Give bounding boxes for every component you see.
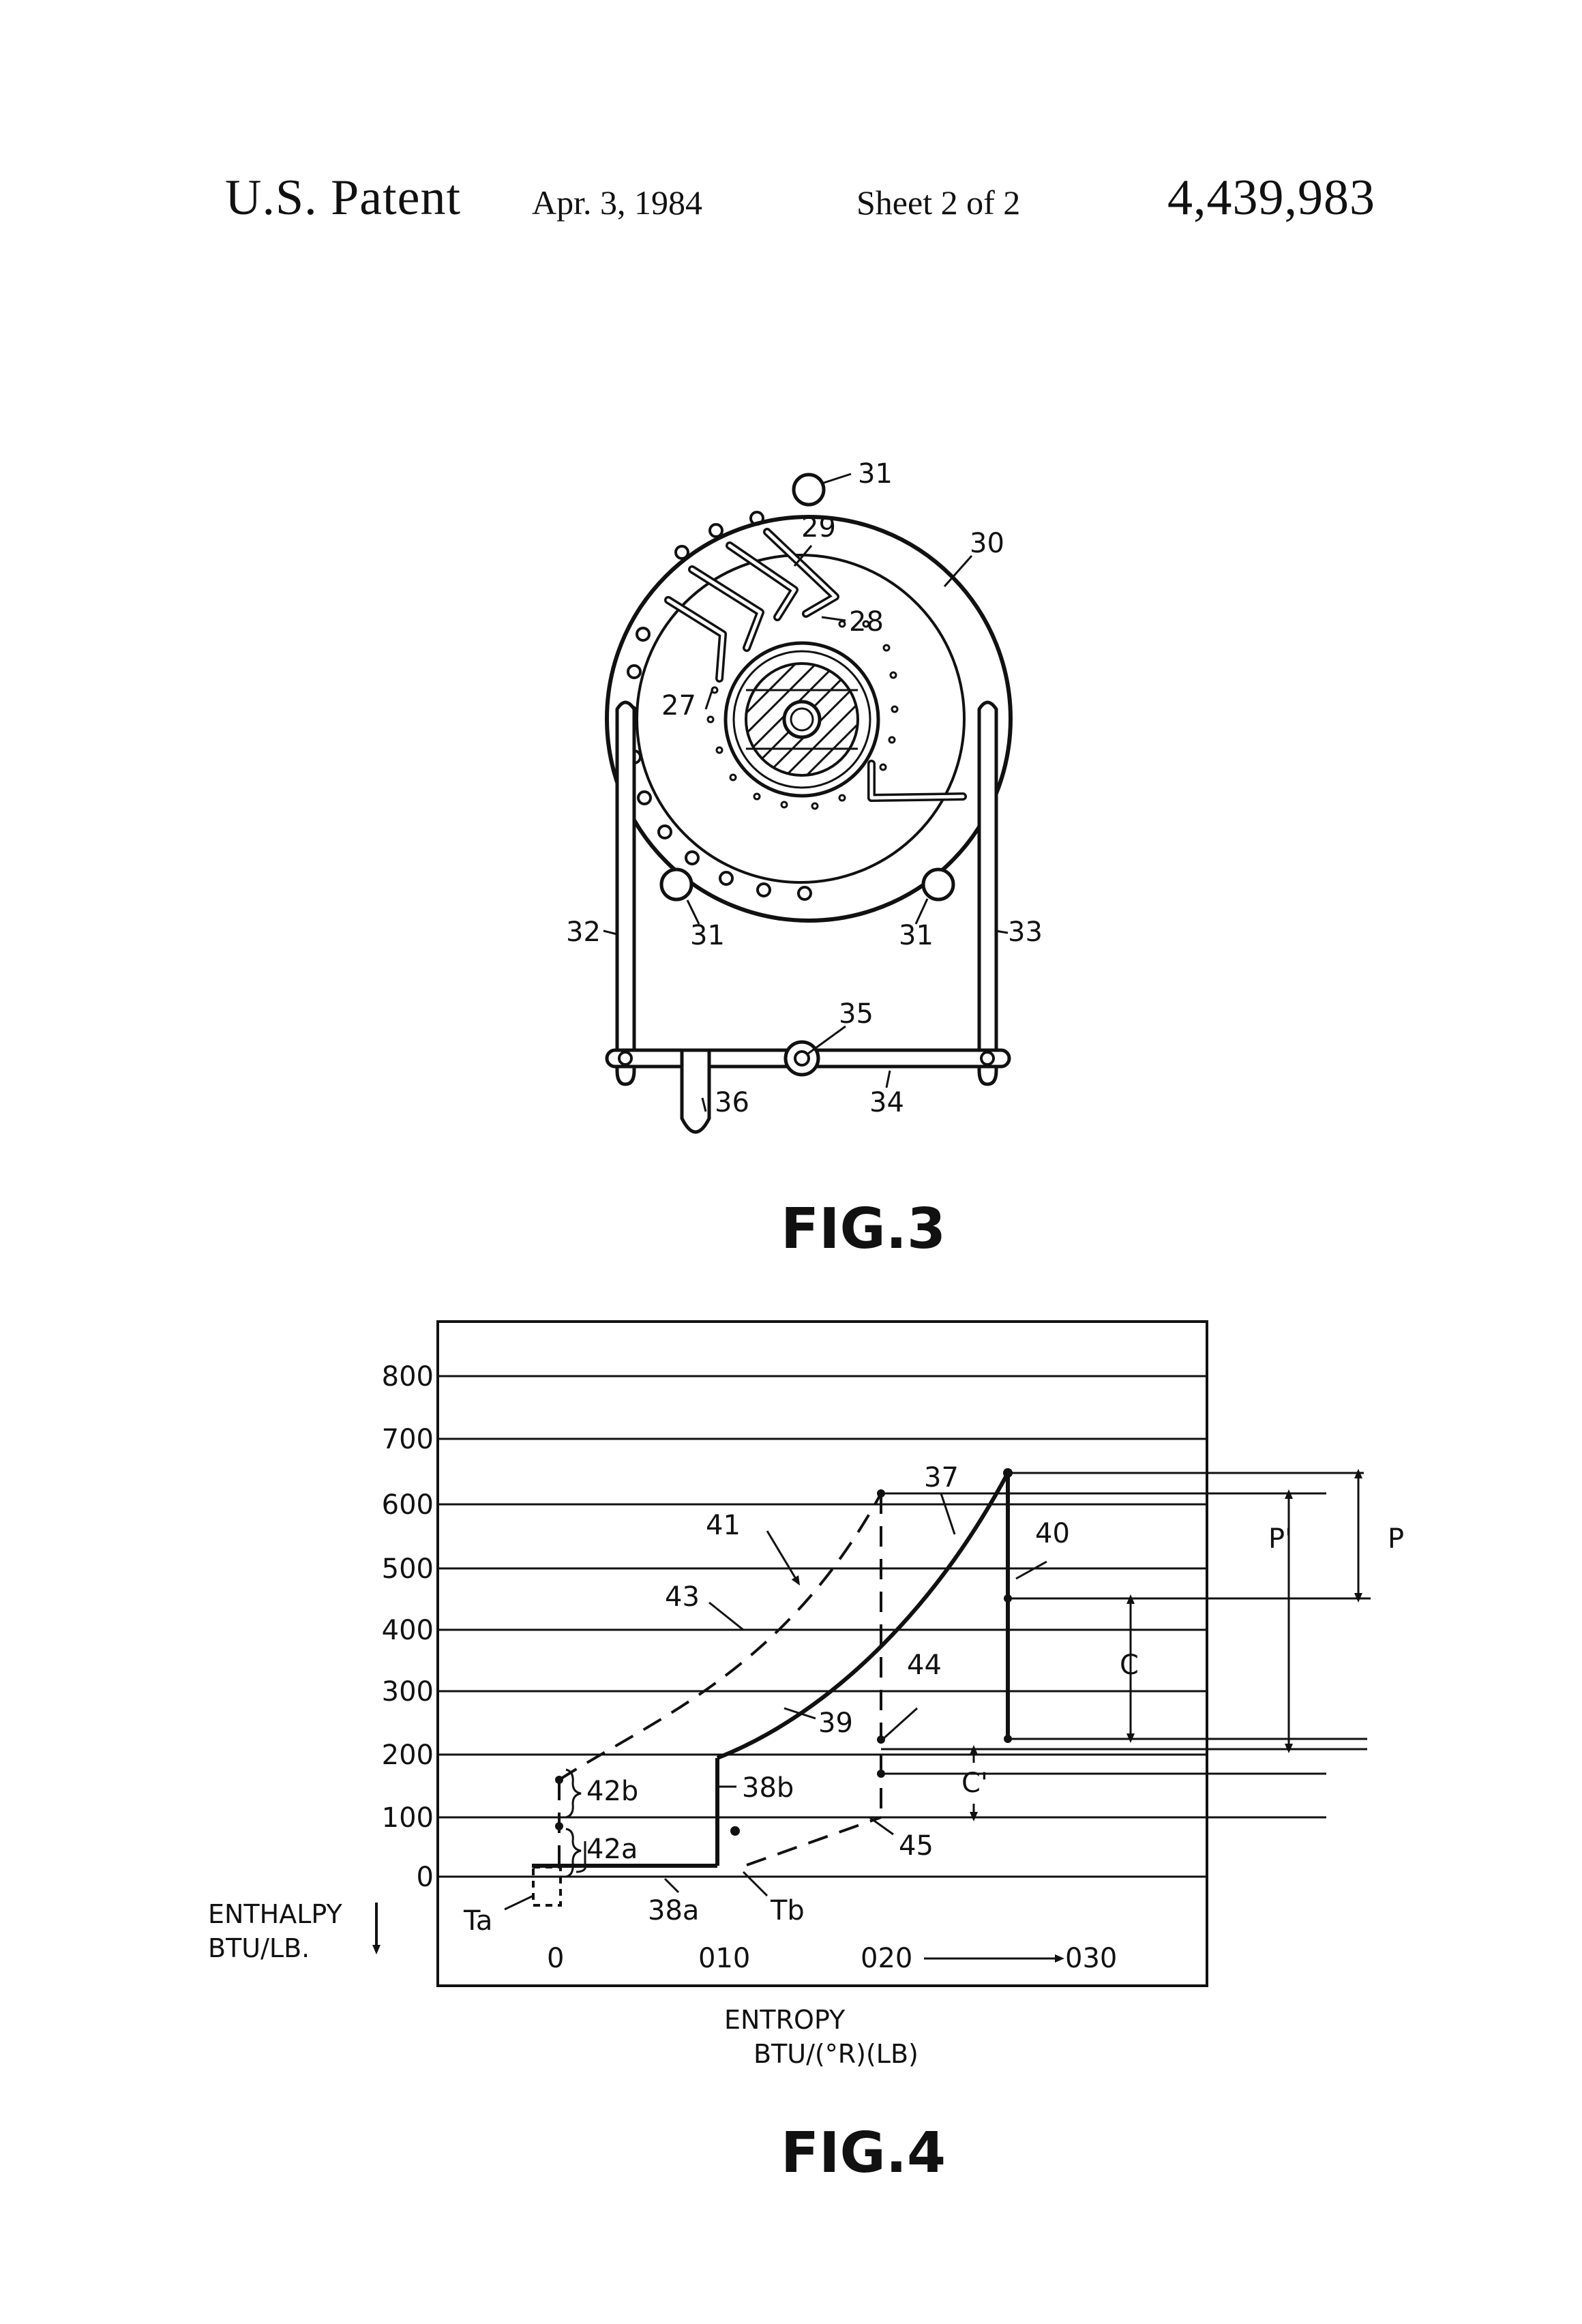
dashed-cycle (558, 1493, 882, 1866)
ref-45: 45 (899, 1830, 934, 1862)
bent-tubes (664, 528, 967, 802)
ref-Ta: Ta (463, 1905, 492, 1937)
x-tick-010: 010 (698, 1943, 750, 1974)
ref-37: 37 (924, 1462, 959, 1493)
x-axis-title-line1: ENTROPY (724, 2005, 846, 2035)
sheet-number: Sheet 2 of 2 (856, 183, 1021, 222)
patent-title: U.S. Patent (225, 170, 462, 226)
x-tick-030: 030 (1065, 1943, 1117, 1974)
ref-38b: 38b (742, 1772, 794, 1804)
ref-34: 34 (869, 1087, 904, 1118)
ref-40: 40 (1035, 1518, 1070, 1549)
y-tick-800: 800 (382, 1361, 434, 1392)
ref-Cprime: C' (961, 1768, 988, 1799)
state-points (555, 1468, 1013, 1836)
y-tick-200: 200 (382, 1740, 434, 1771)
chart-frame (436, 1320, 1208, 1987)
y-axis-title-line1: ENTHALPY (208, 1899, 342, 1929)
patent-date: Apr. 3, 1984 (532, 183, 702, 222)
y-tick-400: 400 (382, 1615, 434, 1646)
y-tick-300: 300 (382, 1676, 434, 1708)
handle (680, 1048, 711, 1134)
y-tick-100: 100 (382, 1802, 434, 1834)
shaft (782, 700, 822, 739)
y-axis-title-line2: BTU/LB. (208, 1933, 310, 1963)
ref-36: 36 (715, 1087, 749, 1118)
axis-titles: ENTHALPY BTU/LB. ENTROPY BTU/(°R)(LB) (208, 1899, 919, 2069)
ref-28: 28 (849, 606, 884, 638)
ref-P: P (1388, 1523, 1404, 1555)
ref-38a: 38a (648, 1895, 699, 1926)
ref-39: 39 (818, 1708, 853, 1739)
ref-31-top: 31 (858, 458, 893, 490)
fig4-labels: 37 40 41 43 44 39 38b 42b 42a 45 38a Ta … (463, 1462, 1404, 1937)
y-tick-600: 600 (382, 1489, 434, 1521)
x-tick-labels: 0 010 020 030 (547, 1943, 1117, 1974)
support-legs (615, 700, 998, 1086)
page-header: U.S. Patent Apr. 3, 1984 Sheet 2 of 2 4,… (0, 0, 1582, 273)
dimension-lines (881, 1472, 1371, 1819)
y-tick-labels: 800 700 600 500 400 300 200 100 0 (382, 1361, 434, 1893)
housing-holes (623, 511, 812, 901)
gridlines (438, 1375, 1207, 1878)
roller-left (659, 867, 693, 902)
fig4-caption: FIG.4 (781, 2121, 946, 2186)
Ta-box (532, 1866, 562, 1907)
ref-42b: 42b (586, 1776, 638, 1807)
ref-Tb: Tb (770, 1895, 805, 1926)
dimension-arrows (970, 1469, 1362, 1821)
ref-C: C (1120, 1650, 1139, 1681)
ref-27: 27 (661, 690, 696, 721)
ref-41: 41 (706, 1510, 741, 1541)
ref-43: 43 (665, 1581, 700, 1613)
solid-cycle (532, 1472, 1010, 1868)
ref-32: 32 (566, 917, 601, 948)
fig3-labels: 31 29 30 28 27 32 31 31 33 35 34 36 (566, 458, 1043, 1118)
ref-44: 44 (907, 1650, 942, 1681)
ref-42a: 42a (586, 1834, 638, 1865)
y-tick-0: 0 (417, 1862, 434, 1893)
hub-outer-ring (723, 641, 880, 798)
ref-31-right: 31 (899, 920, 934, 951)
hub-rotor (745, 662, 859, 777)
roller-top (792, 473, 826, 507)
inner-disc (636, 554, 966, 884)
fig3-caption: FIG.3 (781, 1197, 946, 1262)
ref-30: 30 (970, 528, 1004, 559)
x-axis-title-line2: BTU/(°R)(LB) (753, 2039, 919, 2069)
ref-35: 35 (839, 998, 874, 1030)
y-tick-500: 500 (382, 1553, 434, 1585)
ref-29: 29 (801, 512, 836, 543)
roller-right (921, 867, 955, 902)
outer-housing (605, 515, 1013, 923)
fig3-drawing (603, 473, 1013, 1134)
x-tick-0: 0 (547, 1943, 564, 1974)
ref-Pprime: P' (1268, 1523, 1292, 1555)
x-tick-020: 020 (861, 1943, 912, 1974)
patent-number: 4,439,983 (1167, 170, 1375, 226)
y-tick-700: 700 (382, 1424, 434, 1455)
ref-33: 33 (1008, 917, 1043, 948)
ref-31-left: 31 (690, 920, 725, 951)
fig4-chart (372, 1320, 1371, 1987)
